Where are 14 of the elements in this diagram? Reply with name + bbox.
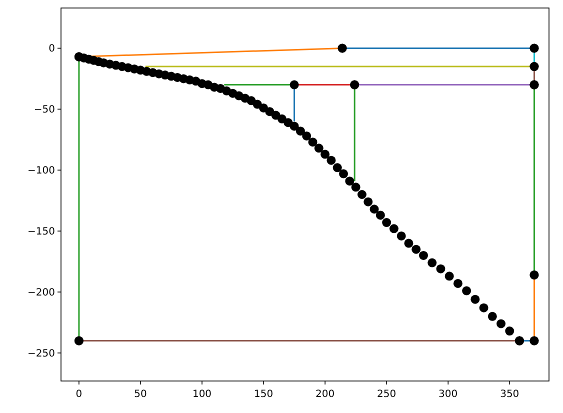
tick-label: −150 <box>28 226 55 238</box>
tick-label: 300 <box>438 389 458 400</box>
tick-label: 150 <box>254 389 274 400</box>
tick-label: 0 <box>48 44 55 55</box>
tick-label: −200 <box>28 288 55 299</box>
tick-label: 0 <box>76 389 82 400</box>
tick-label: 250 <box>377 389 396 400</box>
tick-label: 100 <box>192 389 212 400</box>
tick-label: −100 <box>28 166 55 177</box>
tick-label: 200 <box>316 389 335 400</box>
tick-label: −250 <box>28 348 55 360</box>
tick-label: −50 <box>34 104 55 116</box>
tick-label: 350 <box>500 389 520 400</box>
tick-label: 50 <box>134 389 147 400</box>
